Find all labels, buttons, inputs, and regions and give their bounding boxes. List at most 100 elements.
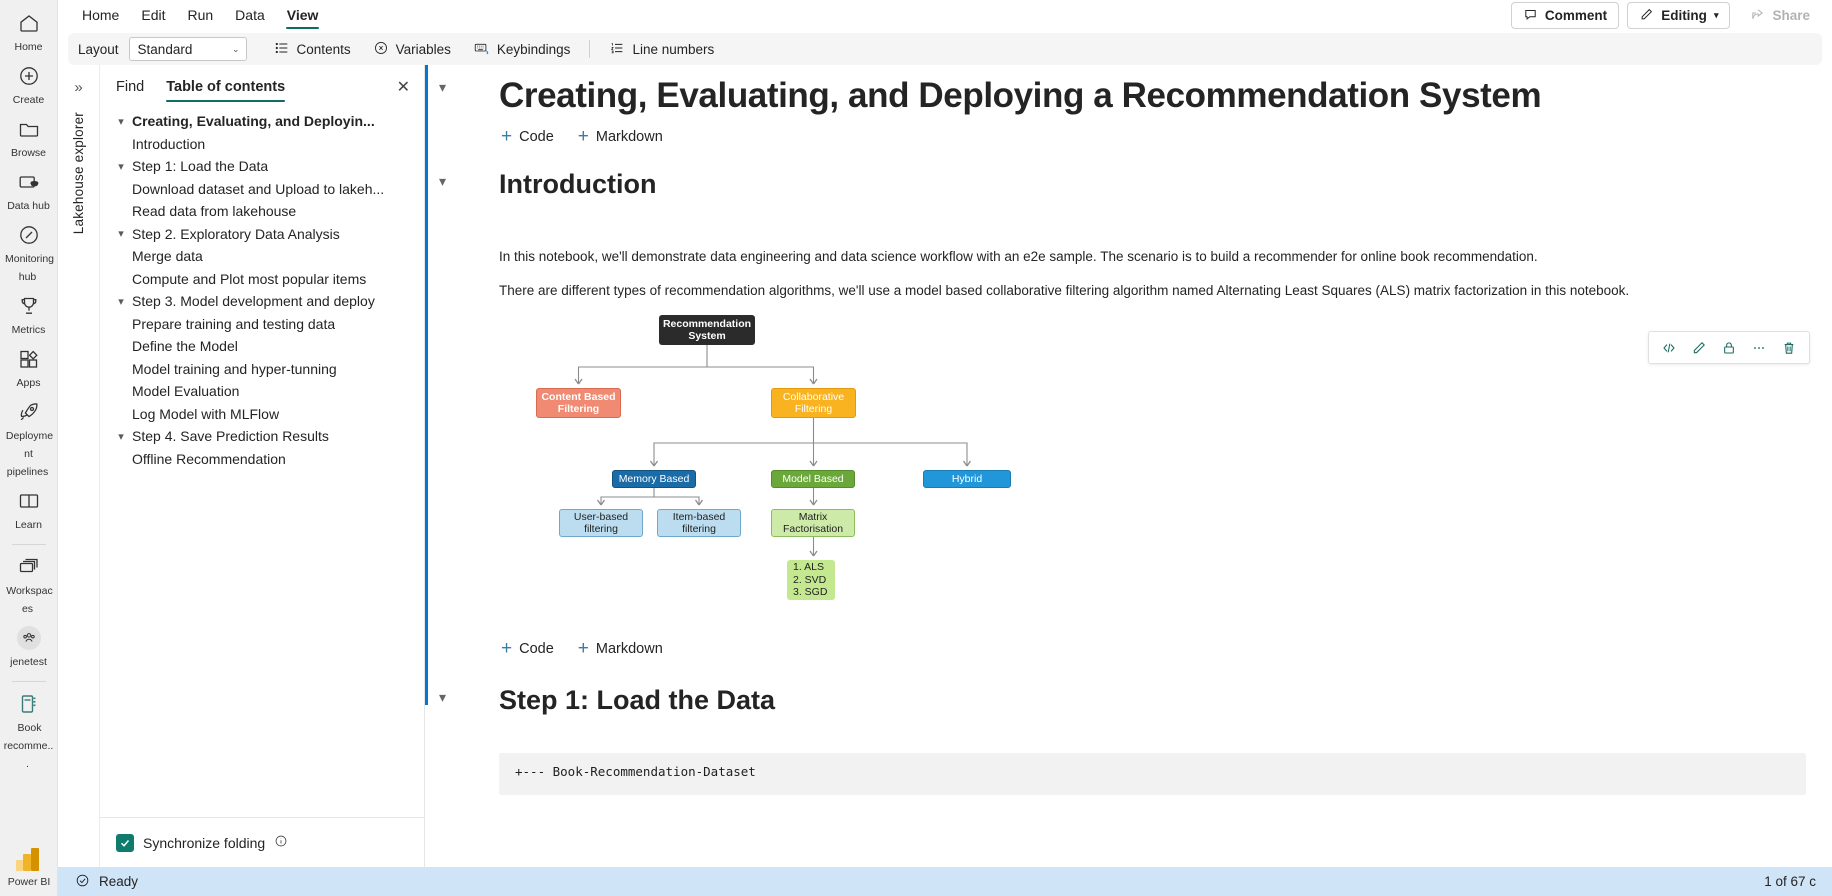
code-cell-output[interactable]: +--- Book-Recommendation-Dataset (499, 753, 1806, 795)
toc-entry[interactable]: ▾Step 3. Model development and deploy (100, 290, 424, 313)
toc-entry[interactable]: Prepare training and testing data (100, 313, 424, 336)
diagram-node-user-based-filtering: User-based filtering (559, 509, 643, 537)
tab-view[interactable]: View (277, 3, 329, 29)
notebook-cell-introduction[interactable]: ▾ Introduction In this notebook, we'll d… (425, 159, 1832, 663)
toc-entry[interactable]: Offline Recommendation (100, 448, 424, 471)
rail-item-monitoring-hub[interactable]: Monitoring hub (0, 218, 58, 289)
add-code-label: Code (519, 641, 554, 657)
add-cell-row-top: + Code + Markdown (499, 119, 1806, 151)
variables-button[interactable]: Variables (364, 36, 460, 63)
rail-item-metrics[interactable]: Metrics (0, 289, 58, 342)
rail-item-data-hub[interactable]: Data hub (0, 165, 58, 218)
toc-entry-label: Log Model with MLFlow (132, 405, 280, 422)
rail-label: Data hub (7, 200, 50, 212)
contents-button[interactable]: Contents (265, 36, 360, 63)
toc-footer: Synchronize folding (100, 817, 424, 867)
notebook-canvas[interactable]: ▾ Creating, Evaluating, and Deploying a … (425, 65, 1832, 867)
toc-tabs: Find Table of contents ✕ (100, 65, 424, 104)
toc-entry-label: Step 1: Load the Data (132, 158, 269, 175)
chevron-down-icon: ▾ (1713, 10, 1719, 20)
rail-footer[interactable]: Power BI (0, 847, 58, 890)
toc-tab-find[interactable]: Find (116, 79, 145, 95)
lock-icon[interactable] (1715, 334, 1743, 361)
add-markdown-cell-button[interactable]: + Markdown (578, 127, 663, 146)
rail-item-create[interactable]: Create (0, 59, 58, 112)
people-avatar-icon (16, 626, 41, 650)
collapse-cell-caret[interactable]: ▾ (439, 173, 447, 189)
rail-item-learn[interactable]: Learn (0, 484, 58, 537)
toc-entry[interactable]: ▾Step 4. Save Prediction Results (100, 425, 424, 448)
notebook-cell-title[interactable]: ▾ Creating, Evaluating, and Deploying a … (425, 65, 1832, 151)
collapse-cell-caret[interactable]: ▾ (439, 79, 447, 95)
toc-entry[interactable]: ▾ Step 1: Load the Data (100, 155, 424, 178)
add-code-cell-button[interactable]: + Code (501, 638, 554, 659)
layout-select[interactable]: Standard ⌄ (128, 37, 247, 61)
toc-main: Find Table of contents ✕ ▾Creating, Eval… (100, 65, 424, 867)
rail-item-apps[interactable]: Apps (0, 342, 58, 395)
code-brackets-icon[interactable] (1655, 334, 1683, 361)
toc-entry[interactable]: Introduction (100, 133, 424, 156)
rail-item-home[interactable]: Home (0, 6, 58, 59)
status-left: Ready (58, 873, 138, 891)
rail-item-browse[interactable]: Browse (0, 112, 58, 165)
toc-entry[interactable]: Model training and hyper-tunning (100, 358, 424, 381)
add-markdown-cell-button[interactable]: + Markdown (578, 639, 663, 658)
toc-entry[interactable]: Log Model with MLFlow (100, 403, 424, 426)
toc-entry[interactable]: Download dataset and Upload to lakeh... (100, 178, 424, 201)
chevron-down-icon[interactable]: ▾ (118, 160, 124, 173)
rail-item-deployment-pipelines[interactable]: Deployment pipelines (0, 395, 58, 484)
line-numbers-button[interactable]: Line numbers (600, 36, 723, 63)
pencil-icon[interactable] (1685, 334, 1713, 361)
synchronize-folding-checkbox[interactable] (116, 833, 134, 852)
diagram-node-model-based: Model Based (771, 470, 855, 488)
add-code-cell-button[interactable]: + Code (501, 127, 554, 146)
diagram-node-matrix-factorisation: Matrix Factorisation (771, 509, 855, 537)
chevron-down-icon[interactable]: ▾ (118, 228, 124, 241)
diagram-node-content-based-filtering: Content Based Filtering (536, 388, 621, 418)
toc-entry[interactable]: Model Evaluation (100, 380, 424, 403)
toc-entry[interactable]: Merge data (100, 245, 424, 268)
synchronize-folding-label: Synchronize folding (143, 834, 266, 851)
add-markdown-label: Markdown (595, 129, 663, 145)
chevron-down-icon[interactable]: ▾ (118, 115, 124, 128)
chevron-down-icon[interactable]: ▾ (118, 430, 124, 443)
collapse-cell-caret[interactable]: ▾ (439, 689, 447, 705)
notebook-icon (2, 692, 56, 716)
toc-entry-label: Compute and Plot most popular items (132, 270, 367, 287)
toc-entry[interactable]: ▾Creating, Evaluating, and Deployin... (100, 110, 424, 133)
notebook-cell-step1[interactable]: ▾ Step 1: Load the Data +--- Book-Recomm… (425, 675, 1832, 795)
chevron-down-icon[interactable]: ▾ (118, 295, 124, 308)
share-button[interactable]: Share (1738, 2, 1822, 29)
trash-icon[interactable] (1775, 334, 1803, 361)
chevron-double-right-icon[interactable]: » (74, 79, 83, 96)
keybindings-button[interactable]: Keybindings (464, 36, 580, 63)
toc-entry[interactable]: Compute and Plot most popular items (100, 268, 424, 291)
info-circle-icon[interactable] (274, 834, 288, 851)
algo-line: 3. SGD (793, 586, 828, 599)
line-numbers-label: Line numbers (632, 41, 715, 57)
toc-entry-label: Define the Model (132, 338, 238, 355)
plus-circle-icon (2, 64, 56, 88)
comment-button[interactable]: Comment (1510, 2, 1620, 29)
tab-run[interactable]: Run (187, 6, 214, 23)
stacked-windows-icon (2, 555, 56, 579)
editing-mode-button[interactable]: Editing ▾ (1627, 2, 1731, 29)
rail-item-jenetest[interactable]: jenetest (0, 621, 58, 674)
tab-home[interactable]: Home (82, 6, 120, 23)
layout-value: Standard (137, 41, 193, 57)
tab-edit[interactable]: Edit (141, 6, 166, 23)
layout-label: Layout (78, 41, 119, 57)
toc-entry[interactable]: Define the Model (100, 335, 424, 358)
rail-item-workspaces[interactable]: Workspaces (0, 550, 58, 621)
ellipsis-icon[interactable] (1745, 334, 1773, 361)
lakehouse-explorer-label[interactable]: Lakehouse explorer (71, 112, 86, 235)
main-column: Home Edit Run Data View Comment Editing … (58, 0, 1832, 896)
rail-item-book-recommendation[interactable]: Book recomme... (0, 687, 58, 776)
toc-entry[interactable]: ▾Step 2. Exploratory Data Analysis (100, 223, 424, 246)
tab-data[interactable]: Data (235, 6, 265, 23)
toc-tab-table-of-contents[interactable]: Table of contents (166, 79, 285, 102)
plus-icon: + (501, 638, 513, 659)
add-cell-row-bottom: + Code + Markdown (499, 625, 1806, 663)
toc-entry[interactable]: Read data from lakehouse (100, 200, 424, 223)
close-icon[interactable]: ✕ (396, 79, 410, 96)
